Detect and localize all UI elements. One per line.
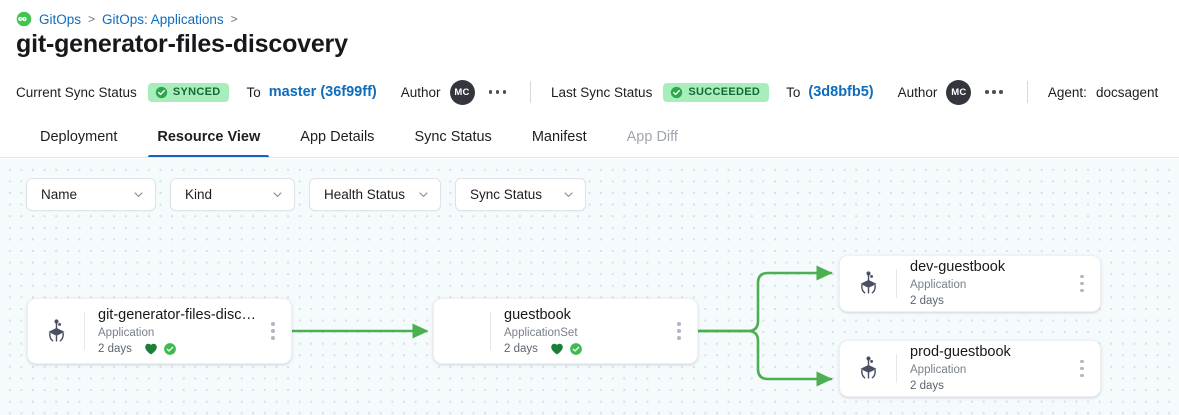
graph-node-more-icon[interactable] [1068, 256, 1096, 311]
last-author-label: Author [897, 84, 938, 100]
graph-node-more-icon[interactable] [665, 299, 693, 363]
graph-node-body: prod-guestbook Application 2 days [897, 341, 1068, 396]
edge-appset-to-dev [696, 265, 833, 333]
avatar[interactable]: MC [946, 79, 972, 105]
graph-node-title: guestbook [504, 306, 571, 323]
chevron-down-icon [410, 189, 429, 200]
graph-node-age: 2 days [98, 342, 132, 355]
tab-app-diff: App Diff [626, 129, 678, 145]
divider [1026, 81, 1028, 103]
status-badge-succeeded-label: SUCCEEDED [688, 86, 761, 98]
breadcrumb-item-applications[interactable]: GitOps: Applications [102, 11, 224, 27]
graph-node-more-icon[interactable] [1068, 341, 1096, 396]
status-badge-succeeded[interactable]: SUCCEEDED [663, 82, 770, 102]
graph-node-meta: 2 days [98, 342, 259, 357]
current-author-label: Author [400, 84, 441, 100]
tab-resource-view[interactable]: Resource View [137, 116, 280, 158]
argocd-application-icon [840, 341, 896, 396]
sync-check-circle-icon [163, 342, 177, 356]
chevron-down-icon [555, 189, 574, 200]
divider [896, 269, 897, 298]
graph-node-meta: 2 days [504, 342, 665, 357]
tab-sync-status[interactable]: Sync Status [414, 129, 492, 145]
divider [84, 312, 85, 350]
filter-sync-status[interactable]: Sync Status [455, 178, 586, 211]
graph-node-title: dev-guestbook [910, 259, 1006, 275]
filter-name[interactable]: Name [26, 178, 156, 211]
tab-bar: Deployment Resource View App Details Syn… [0, 116, 1179, 158]
graph-node-age: 2 days [910, 295, 944, 307]
divider [896, 354, 897, 383]
graph-node-kind: Application [98, 326, 155, 339]
filter-bar: Name Kind Health Status Sync Status [26, 178, 586, 211]
filter-health-status-label: Health Status [324, 187, 406, 202]
edge-appset-to-prod [696, 329, 833, 387]
graph-node-status-icons [144, 342, 177, 356]
tab-app-details[interactable]: App Details [300, 129, 375, 145]
last-revision-link[interactable]: (3d8bfb5) [808, 84, 874, 100]
graph-node-more-icon[interactable] [259, 299, 287, 363]
filter-health-status[interactable]: Health Status [309, 178, 441, 211]
current-revision-link[interactable]: master (36f99ff) [268, 84, 377, 100]
graph-node-kind: Application [910, 364, 967, 376]
health-heart-icon [144, 342, 158, 356]
gitops-logo-icon [16, 11, 32, 27]
graph-node-dev-guestbook[interactable]: dev-guestbook Application 2 days [839, 255, 1101, 312]
argocd-application-icon [840, 256, 896, 311]
page-title: git-generator-files-discovery [16, 30, 348, 58]
graph-node-kind: Application [910, 279, 967, 291]
graph-node-meta: 2 days [910, 379, 1068, 394]
last-to-label: To [786, 84, 801, 100]
divider [530, 81, 532, 103]
current-sync-status-label: Current Sync Status [16, 84, 137, 100]
graph-node-guestbook[interactable]: guestbook ApplicationSet 2 days [433, 298, 698, 364]
tab-manifest[interactable]: Manifest [531, 129, 587, 145]
avatar[interactable]: MC [449, 79, 475, 105]
check-circle-icon [155, 86, 168, 99]
agent-value: docsagent [1095, 84, 1159, 100]
graph-node-age: 2 days [504, 342, 538, 355]
chevron-down-icon [125, 189, 144, 200]
sync-check-circle-icon [569, 342, 583, 356]
graph-node-meta: 2 days [910, 294, 1068, 309]
breadcrumb-separator: > [230, 12, 238, 26]
health-heart-icon [550, 342, 564, 356]
filter-kind[interactable]: Kind [170, 178, 295, 211]
breadcrumb-item-gitops[interactable]: GitOps [39, 11, 82, 27]
applicationset-icon-placeholder [434, 299, 490, 363]
current-to-label: To [246, 84, 261, 100]
graph-node-kind: ApplicationSet [504, 326, 578, 339]
agent-label: Agent: [1047, 84, 1087, 100]
tab-deployment[interactable]: Deployment [40, 129, 118, 145]
filter-sync-status-label: Sync Status [470, 187, 543, 202]
graph-node-title: prod-guestbook [910, 344, 1011, 360]
graph-node-prod-guestbook[interactable]: prod-guestbook Application 2 days [839, 340, 1101, 397]
breadcrumb: GitOps > GitOps: Applications > [16, 9, 238, 29]
status-bar: Current Sync Status SYNCED To master (36… [0, 72, 1179, 112]
current-sync-more-icon[interactable] [487, 86, 509, 98]
chevron-down-icon [264, 189, 283, 200]
filter-kind-label: Kind [185, 187, 213, 202]
status-badge-synced-label: SYNCED [172, 86, 221, 98]
graph-node-body: dev-guestbook Application 2 days [897, 256, 1068, 311]
graph-node-body: git-generator-files-disco... Application… [85, 299, 259, 363]
status-badge-synced[interactable]: SYNCED [147, 82, 230, 102]
resource-graph-canvas: Name Kind Health Status Sync Status [0, 159, 1179, 415]
check-circle-icon [670, 86, 683, 99]
last-sync-more-icon[interactable] [983, 86, 1005, 98]
breadcrumb-separator: > [88, 12, 96, 26]
graph-node-age: 2 days [910, 380, 944, 392]
graph-node-git-generator-files-discovery[interactable]: git-generator-files-disco... Application… [27, 298, 292, 364]
graph-node-status-icons [550, 342, 583, 356]
graph-node-body: guestbook ApplicationSet 2 days [491, 299, 665, 363]
divider [490, 312, 491, 350]
last-sync-status-label: Last Sync Status [551, 84, 653, 100]
argocd-application-icon [28, 299, 84, 363]
filter-name-label: Name [41, 187, 78, 202]
graph-node-title: git-generator-files-disco... [98, 306, 259, 323]
